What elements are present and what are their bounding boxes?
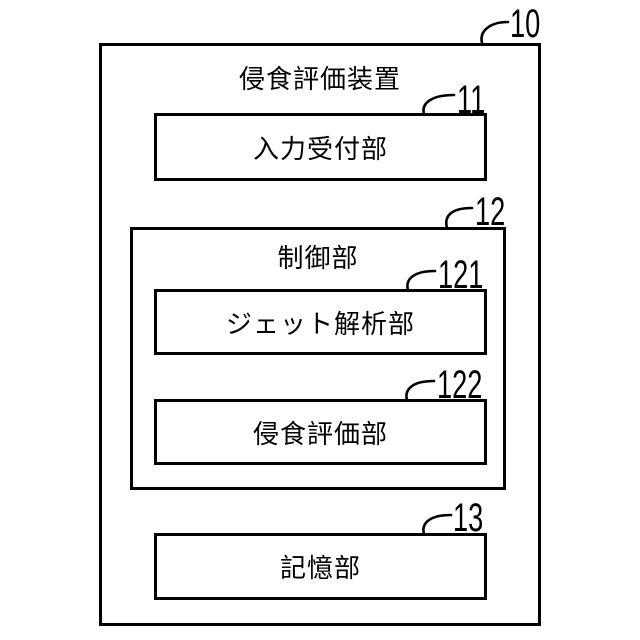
block-control-12: 制御部 (130, 227, 506, 490)
block-title-erosion: 侵食評価部 (252, 418, 388, 449)
ref-label-121: 121 (438, 253, 484, 297)
ref-label-10: 10 (510, 2, 541, 46)
block-title-input: 入力受付部 (252, 133, 388, 164)
block-title-jet: ジェット解析部 (225, 308, 415, 339)
block-title-control: 制御部 (277, 243, 359, 273)
ref-label-13: 13 (453, 496, 484, 540)
device-box-10: 侵食評価装置 (99, 43, 541, 626)
leader-line-10 (480, 20, 510, 45)
block-input-11: 入力受付部 (154, 113, 487, 181)
ref-label-122: 122 (437, 363, 483, 407)
block-storage-13: 記憶部 (154, 533, 487, 600)
device-title: 侵食評価装置 (238, 64, 401, 94)
block-jet-121: ジェット解析部 (154, 289, 487, 355)
block-erosion-122: 侵食評価部 (154, 399, 487, 465)
block-title-storage: 記憶部 (279, 553, 361, 583)
ref-label-12: 12 (475, 190, 506, 234)
